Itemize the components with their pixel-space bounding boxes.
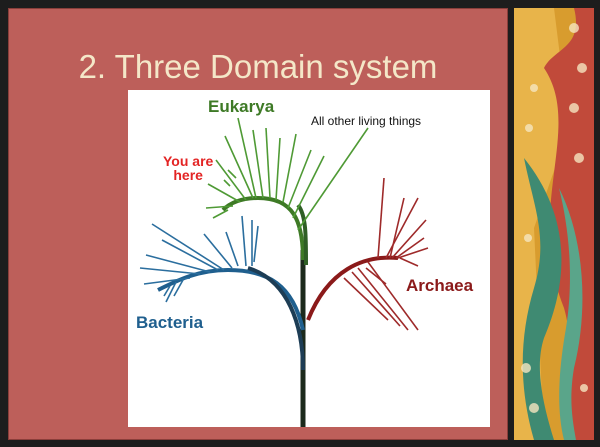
eukarya-label: Eukarya	[208, 97, 274, 117]
you-are-here-label: You are here	[163, 154, 213, 182]
you-are-text: You are	[163, 154, 213, 168]
archaea-branches	[344, 178, 428, 330]
eukarya-arc	[223, 198, 303, 260]
eukarya-branches	[206, 118, 368, 230]
decorative-pattern	[514, 8, 594, 440]
slide-title: 2. Three Domain system	[8, 48, 508, 86]
all-other-label: All other living things	[311, 114, 421, 128]
tree-diagram	[128, 90, 490, 427]
archaea-arc	[308, 258, 398, 320]
decorative-side-strip	[514, 8, 594, 440]
bacteria-label: Bacteria	[136, 313, 203, 333]
here-text: here	[163, 168, 213, 182]
bacteria-trunk-link	[248, 268, 303, 370]
tree-of-life-figure: Eukarya All other living things You are …	[128, 90, 490, 427]
archaea-label: Archaea	[406, 276, 473, 296]
